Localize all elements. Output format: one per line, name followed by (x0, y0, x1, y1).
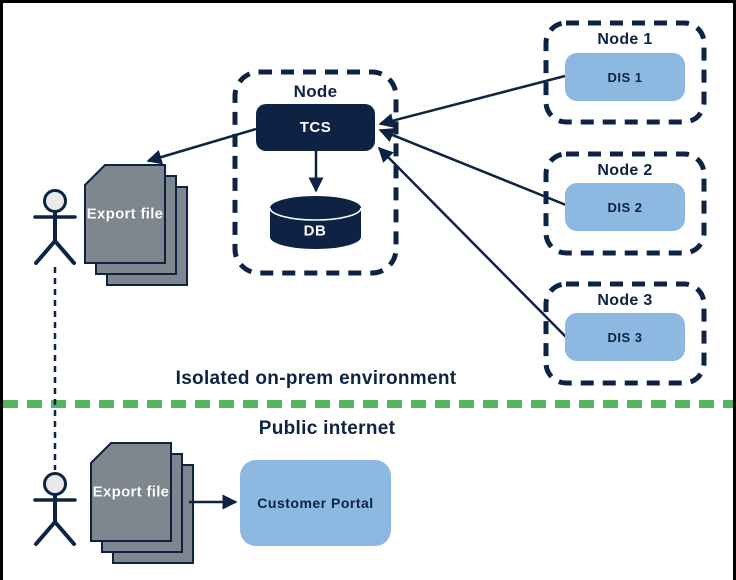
node3-title: Node 3 (597, 292, 653, 309)
arrow-tcs-to-export-file (146, 127, 257, 165)
dis2-label: DIS 2 (607, 199, 643, 215)
dis3-box: DIS 3 (565, 313, 685, 361)
export-file-bottom-label: Export file (92, 483, 170, 501)
database-icon (269, 196, 362, 249)
export-file-top-label: Export file (86, 205, 164, 223)
dis1-box: DIS 1 (565, 53, 685, 101)
actor-top-icon (33, 189, 77, 265)
node2-title: Node 2 (597, 162, 653, 179)
dis3-label: DIS 3 (607, 329, 643, 345)
customer-portal-label: Customer Portal (257, 495, 374, 511)
node3-dashed-border (543, 281, 707, 386)
arrow-dis2-to-tcs (378, 128, 567, 207)
public-internet-label: Public internet (258, 418, 396, 439)
node2-dashed-border (543, 151, 707, 256)
tcs-box: TCS (256, 104, 375, 151)
customer-portal-box: Customer Portal (240, 460, 391, 546)
arrow-dis1-to-tcs (378, 74, 566, 128)
dis2-box: DIS 2 (565, 183, 685, 231)
arrow-dis3-to-tcs (377, 146, 567, 338)
isolated-environment-label: Isolated on-prem environment (175, 368, 457, 389)
export-file-stack-bottom-icon (90, 442, 194, 564)
central-node-title: Node (293, 82, 338, 101)
node1-title: Node 1 (597, 31, 653, 48)
db-label: DB (303, 222, 327, 240)
dis1-label: DIS 1 (607, 69, 643, 85)
tcs-label: TCS (299, 119, 332, 136)
actor-bottom-icon (33, 472, 77, 546)
export-file-stack-top-icon (84, 164, 188, 286)
node1-dashed-border (543, 20, 707, 125)
diagram-shapes-layer (3, 20, 733, 564)
central-node-dashed-border (232, 69, 399, 276)
